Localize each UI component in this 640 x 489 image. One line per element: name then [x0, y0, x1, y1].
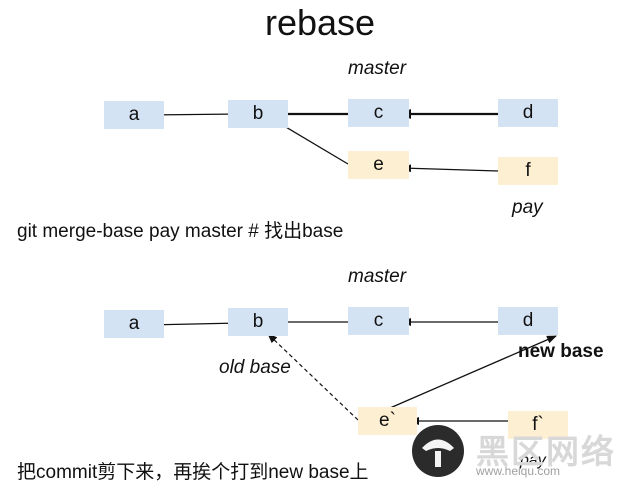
branch-label-pay-2: pay — [520, 452, 546, 469]
node-f: f — [498, 157, 558, 185]
watermark-logo-icon — [412, 425, 464, 477]
branch-label-master: master — [348, 58, 407, 79]
caption-rebase: 把commit剪下来，再挨个打到new base上 — [17, 462, 369, 483]
edge-f-e — [401, 164, 499, 173]
watermark-url: www.heiqu.com — [476, 464, 561, 478]
node-e-prime: e` — [358, 407, 417, 435]
edge-e2-d — [389, 335, 557, 409]
old-base-label: old base — [219, 357, 291, 378]
branch-label-pay: pay — [512, 197, 543, 218]
node-d: d — [498, 99, 558, 127]
node-b: b — [228, 100, 288, 128]
caption-merge-base: git merge-base pay master # 找出base — [17, 221, 344, 242]
node-c-2: c — [348, 307, 409, 335]
node-c: c — [348, 99, 409, 127]
new-base-label: new base — [518, 341, 604, 362]
node-a: a — [104, 101, 164, 129]
watermark-text: 黑区网络 — [476, 433, 616, 470]
node-d-2: d — [498, 307, 558, 335]
branch-label-master-2: master — [348, 266, 407, 287]
node-f-prime: f` — [508, 411, 568, 439]
page-title: rebase — [264, 2, 376, 43]
node-e: e — [348, 151, 409, 179]
watermark: 黑区网络 www.heiqu.com — [410, 420, 640, 489]
node-a-2: a — [104, 310, 164, 338]
node-b-2: b — [228, 308, 288, 336]
